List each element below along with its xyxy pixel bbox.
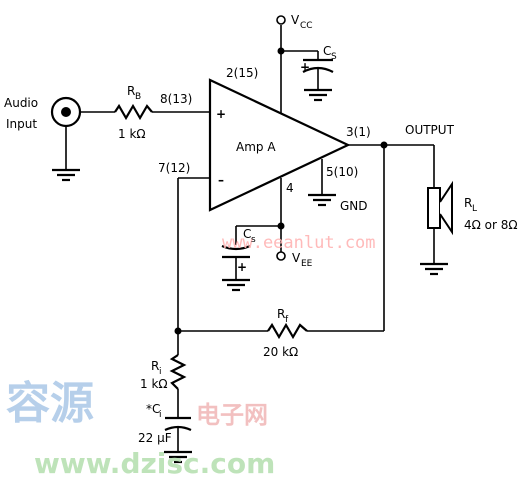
rl-sub: L (472, 204, 477, 214)
cs-bottom-sub: s (251, 235, 256, 245)
pin-minus-in: 7(12) (158, 161, 190, 175)
cs-top-sub: S (331, 52, 337, 62)
cs-bottom-plus: + (237, 260, 247, 274)
audio-input-label-line1: Audio (4, 96, 38, 110)
rl-value: 4Ω or 8Ω (464, 218, 518, 232)
op-amp-triangle (208, 78, 351, 212)
pin-vee: 4 (286, 181, 294, 195)
vee-terminal (276, 251, 286, 261)
cs-top-plus: + (300, 60, 310, 74)
rb-name: R (127, 84, 135, 98)
resistor-rf (267, 322, 308, 340)
vcc-sub: CC (300, 21, 313, 31)
resistor-ri (169, 354, 187, 390)
rf-sub: f (285, 315, 289, 325)
ci-value: 22 μF (138, 431, 172, 445)
pin-gnd: 5(10) (326, 165, 358, 179)
plus-sign: + (216, 107, 226, 121)
ground-symbol-cs-bottom (222, 278, 250, 292)
vcc-terminal (276, 15, 286, 25)
watermark-url-mid: www.eeanlut.com (222, 233, 376, 253)
rb-sub: B (135, 92, 141, 102)
ri-value: 1 kΩ (140, 377, 168, 391)
ri-name: R (151, 359, 159, 373)
ground-symbol-cs-top (304, 88, 332, 102)
pin-vcc: 2(15) (226, 66, 258, 80)
audio-input-label-line2: Input (6, 117, 37, 131)
vee-sub: EE (301, 259, 313, 269)
ground-symbol-input (52, 168, 80, 182)
watermark-brand-suffix: 电子网 (196, 401, 268, 429)
watermark-brand-cn: 容源 (6, 378, 94, 429)
pin-plus-in: 8(13) (160, 92, 192, 106)
rb-value: 1 kΩ (118, 127, 146, 141)
ground-symbol-amp (308, 193, 336, 207)
ci-name: *C (146, 402, 160, 416)
cs-top-name: C (323, 44, 331, 58)
audio-input-jack (50, 96, 82, 170)
ri-sub: i (159, 367, 162, 377)
output-label: OUTPUT (405, 123, 455, 137)
minus-sign: – (218, 173, 224, 187)
vcc-name: V (291, 13, 300, 27)
rl-name: R (464, 196, 472, 210)
pin-out: 3(1) (346, 125, 371, 139)
amp-label: Amp A (236, 140, 276, 154)
rf-name: R (277, 307, 285, 321)
resistor-rb (114, 103, 153, 121)
cs-top-plate-b (302, 66, 334, 73)
rf-value: 20 kΩ (263, 345, 298, 359)
speaker-rl (427, 180, 453, 236)
watermark-url-bottom: www.dzisc.com (34, 447, 275, 479)
ground-symbol-ci (164, 450, 192, 464)
vee-name: V (292, 251, 301, 265)
cs-bottom-name: C (243, 227, 251, 241)
cs-bottom-plate-a (221, 244, 251, 251)
gnd-label: GND (340, 199, 368, 213)
ci-sub: i (159, 410, 162, 420)
ground-symbol-speaker (420, 262, 448, 276)
